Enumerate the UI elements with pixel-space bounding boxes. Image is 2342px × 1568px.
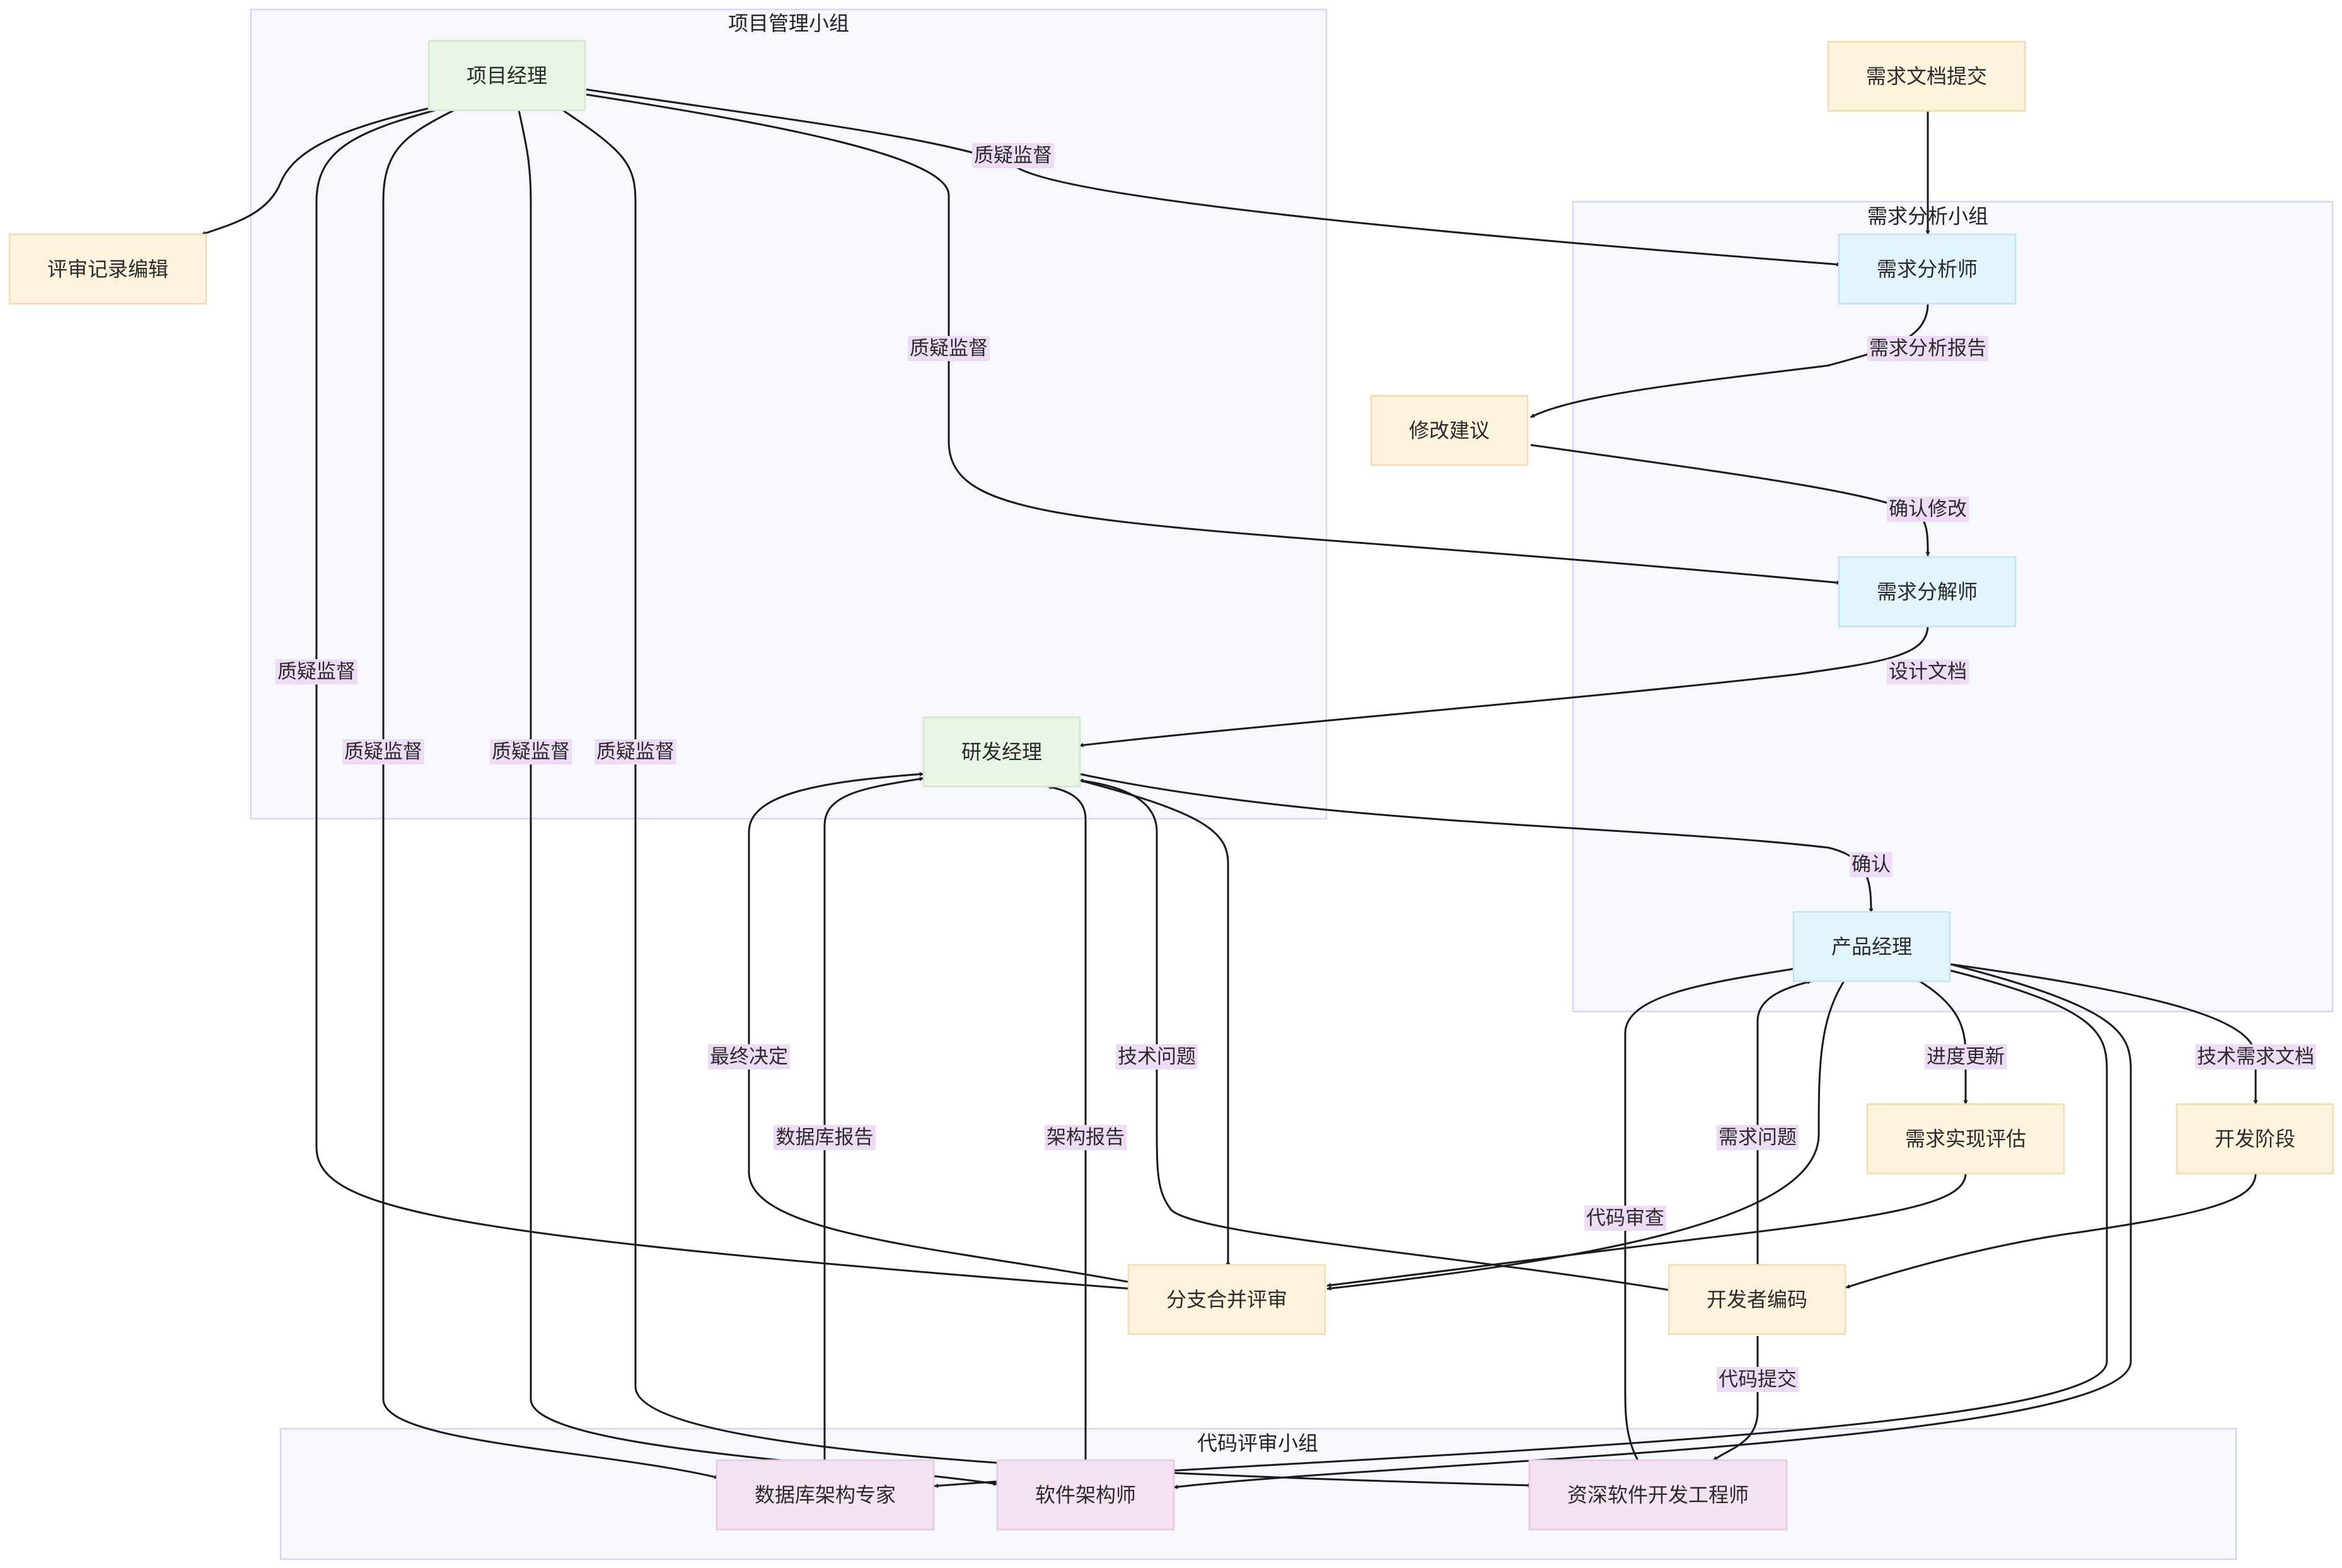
edge-pm-to-senior-engineer <box>562 109 1533 1488</box>
edge-rd-to-branch-review <box>1079 779 1231 1267</box>
svg-text:数据库报告: 数据库报告 <box>776 1126 874 1149</box>
node-label: 需求实现评估 <box>1905 1127 2026 1151</box>
edge-label-arch-report: 架构报告 <box>1045 1125 1127 1150</box>
edge-db-architect-to-rd <box>823 776 924 1460</box>
edge-label-question-supervise: 质疑监督 <box>594 739 676 764</box>
svg-text:进度更新: 进度更新 <box>1927 1046 2005 1068</box>
node-label: 需求分解师 <box>1877 580 1978 604</box>
edge-label-design-doc: 设计文档 <box>1887 659 1969 684</box>
edge-label-confirm-modify: 确认修改 <box>1887 497 1969 522</box>
edge-pm-to-review-record <box>201 106 434 236</box>
edge-pm-to-req-decomposer <box>586 93 1841 585</box>
node-label: 软件架构师 <box>1035 1483 1136 1507</box>
edge-label-question-supervise: 质疑监督 <box>972 143 1054 168</box>
edge-label-req-analysis-report: 需求分析报告 <box>1867 336 1988 361</box>
edge-label-progress-update: 进度更新 <box>1925 1044 2007 1069</box>
edges <box>201 88 2258 1489</box>
node-rd-manager[interactable]: 研发经理 <box>922 716 1081 788</box>
svg-text:确认: 确认 <box>1852 853 1891 876</box>
node-branch-merge-review[interactable]: 分支合并评审 <box>1127 1264 1326 1335</box>
node-dev-stage[interactable]: 开发阶段 <box>2176 1103 2334 1175</box>
node-req-decomposer[interactable]: 需求分解师 <box>1838 556 2017 628</box>
node-dev-coding[interactable]: 开发者编码 <box>1667 1264 1846 1335</box>
edge-label-question-supervise: 质疑监督 <box>490 739 572 764</box>
edge-dev-coding-to-rd <box>1079 778 1670 1291</box>
node-label: 评审记录编辑 <box>47 257 168 281</box>
node-db-architect[interactable]: 数据库架构专家 <box>716 1459 935 1531</box>
svg-text:质疑监督: 质疑监督 <box>277 660 356 683</box>
node-project-manager[interactable]: 项目经理 <box>427 40 586 112</box>
node-label: 研发经理 <box>961 740 1042 764</box>
node-label: 修改建议 <box>1409 418 1490 442</box>
node-label: 需求分析师 <box>1877 257 1978 281</box>
svg-text:质疑监督: 质疑监督 <box>596 741 675 763</box>
edge-pm-to-req-analyst <box>586 88 1841 267</box>
svg-text:技术需求文档: 技术需求文档 <box>2197 1046 2314 1068</box>
edge-sw-architect-to-rd <box>1047 785 1087 1460</box>
edge-dev-stage-to-dev-coding <box>1845 1173 2257 1289</box>
edge-label-question-supervise: 质疑监督 <box>908 336 990 361</box>
node-req-impl-eval[interactable]: 需求实现评估 <box>1866 1103 2065 1175</box>
node-product-manager[interactable]: 产品经理 <box>1792 911 1951 983</box>
node-senior-engineer[interactable]: 资深软件开发工程师 <box>1528 1459 1788 1531</box>
edge-label-question-supervise: 质疑监督 <box>342 739 424 764</box>
group-project-management: 项目管理小组 <box>250 8 1328 820</box>
edge-pm-to-branch-review <box>315 109 1132 1291</box>
edge-label-confirm: 确认 <box>1850 852 1893 877</box>
node-label: 数据库架构专家 <box>755 1483 896 1507</box>
node-req-doc-submit[interactable]: 需求文档提交 <box>1827 40 2026 112</box>
svg-text:质疑监督: 质疑监督 <box>344 741 422 763</box>
svg-text:最终决定: 最终决定 <box>710 1046 788 1068</box>
edge-label-tech-issue: 技术问题 <box>1116 1044 1198 1069</box>
edge-label-code-submit: 代码提交 <box>1717 1367 1799 1392</box>
edge-label-db-report: 数据库报告 <box>774 1125 876 1150</box>
node-label: 开发阶段 <box>2215 1127 2295 1151</box>
svg-text:设计文档: 设计文档 <box>1889 660 1967 683</box>
node-sw-architect[interactable]: 软件架构师 <box>996 1459 1175 1531</box>
svg-text:技术问题: 技术问题 <box>1118 1046 1196 1068</box>
group-title: 代码评审小组 <box>1197 1431 1318 1455</box>
edge-label-question-supervise: 质疑监督 <box>275 659 357 684</box>
edge-pm2-to-db-architect <box>934 969 2108 1489</box>
edge-req-decomposer-to-rd <box>1079 625 1929 747</box>
group-code-review: 代码评审小组 <box>279 1427 2237 1560</box>
edge-label-tech-req-doc: 技术需求文档 <box>2195 1044 2316 1069</box>
svg-text:代码审查: 代码审查 <box>1586 1207 1664 1230</box>
edge-pm2-to-sw-architect <box>1173 963 2132 1489</box>
node-label: 资深软件开发工程师 <box>1567 1483 1749 1507</box>
edge-label-code-review: 代码审查 <box>1584 1206 1666 1231</box>
edge-label-req-issue: 需求问题 <box>1717 1125 1799 1150</box>
svg-text:质疑监督: 质疑监督 <box>974 144 1052 167</box>
node-req-analyst[interactable]: 需求分析师 <box>1838 233 2017 305</box>
node-review-record-edit[interactable]: 评审记录编辑 <box>8 233 207 305</box>
edge-label-final-decision: 最终决定 <box>708 1044 790 1069</box>
edge-senior-to-pm2 <box>1624 966 1804 1461</box>
svg-text:架构报告: 架构报告 <box>1046 1126 1125 1149</box>
svg-text:确认修改: 确认修改 <box>1889 498 1967 521</box>
edge-labels: 质疑监督 质疑监督 质疑监督 质疑监督 质疑监督 质疑监督 需求分析报告 确认 <box>275 143 2316 1392</box>
svg-text:代码提交: 代码提交 <box>1719 1368 1797 1391</box>
node-label: 需求文档提交 <box>1866 64 1987 88</box>
group-title: 项目管理小组 <box>728 11 849 35</box>
node-label: 开发者编码 <box>1707 1288 1807 1311</box>
edge-modify-to-req-decomposer <box>1530 444 1930 556</box>
node-label: 项目经理 <box>467 64 547 88</box>
svg-text:质疑监督: 质疑监督 <box>910 337 988 360</box>
svg-text:质疑监督: 质疑监督 <box>492 741 570 763</box>
svg-text:需求分析报告: 需求分析报告 <box>1869 337 1986 360</box>
edge-branch-review-to-rd <box>748 771 1132 1284</box>
edge-dev-coding-to-pm2 <box>1756 980 1812 1267</box>
svg-text:需求问题: 需求问题 <box>1719 1126 1797 1149</box>
edge-dev-coding-to-senior <box>1713 1336 1759 1461</box>
edge-pm-to-db-architect <box>382 109 719 1479</box>
edge-impl-eval-to-branch-review <box>1326 1173 1967 1288</box>
node-label: 产品经理 <box>1831 935 1912 959</box>
node-modify-suggestion[interactable]: 修改建议 <box>1370 395 1529 466</box>
node-label: 分支合并评审 <box>1166 1288 1287 1311</box>
